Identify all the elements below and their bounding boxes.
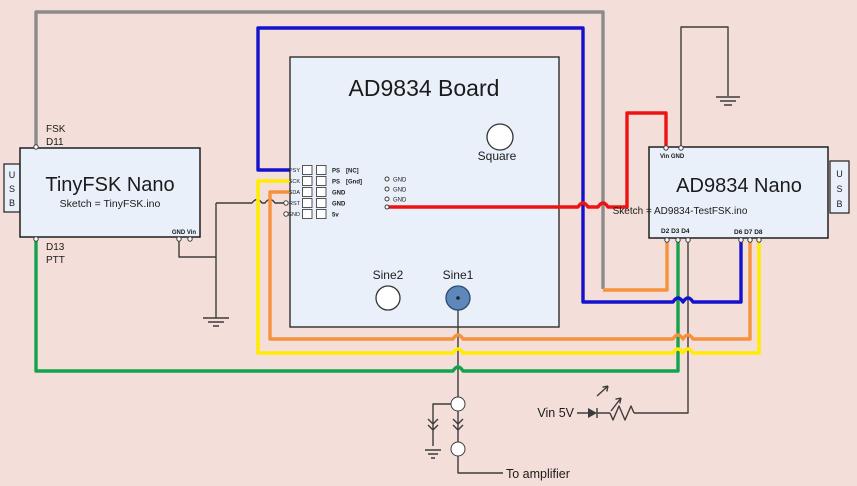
nano-d4-pin — [685, 237, 691, 243]
connector-circle — [450, 441, 466, 457]
nano-d6d7d8-label: D6 D7 D8 — [734, 229, 763, 236]
fsk-gray-wire — [34, 10, 605, 289]
ptt-green-wire — [34, 240, 680, 373]
header-label-sck: SCK — [289, 179, 301, 185]
sine2-output-circle — [375, 285, 401, 311]
tinyfsk-d11-pin — [33, 144, 39, 150]
ground-symbol — [716, 96, 740, 106]
ad9834-board-outline — [289, 56, 560, 328]
vin-5v-label: Vin 5V — [537, 406, 574, 420]
sine1-label: Sine1 — [443, 268, 474, 282]
nano-d6-pin — [738, 237, 744, 243]
nano-sketch-label: Sketch = AD9834-TestFSK.ino — [613, 206, 748, 217]
tinyfsk-module — [3, 147, 201, 238]
board-header-wire-pin — [283, 200, 289, 206]
header-label-ps2: PS — [332, 180, 340, 186]
fsk-orange-jumper-wire — [603, 241, 669, 292]
tinyfsk-board-outline — [19, 147, 201, 238]
ad9834-board-module — [289, 56, 560, 328]
board-pin-header — [302, 165, 327, 219]
header-label-gnd1: GND — [332, 191, 346, 197]
tinyfsk-ptt-label: PTT — [46, 255, 65, 266]
tinyfsk-d13-label: D13 — [46, 242, 65, 253]
to-amplifier-label: To amplifier — [506, 467, 570, 481]
nano-usb-letter: S — [836, 184, 842, 194]
gnd-pad-label: GND — [393, 188, 407, 194]
board-header-free-pin — [283, 211, 289, 217]
sine1-center-dot — [456, 296, 460, 300]
board-gnd-pad — [384, 176, 390, 182]
header-label-rst: RST — [289, 201, 301, 207]
tinyfsk-fsk-label: FSK — [46, 124, 66, 135]
sine2-label: Sine2 — [373, 268, 404, 282]
header-note-nc: [NC] — [346, 169, 359, 175]
nano-usb-letter: B — [836, 199, 842, 209]
tinyfsk-title: TinyFSK Nano — [45, 174, 174, 196]
tinyfsk-vin-pin — [187, 236, 193, 242]
shield-arrow-icon — [427, 418, 464, 431]
header-label-ps1: PS — [332, 169, 340, 175]
nano-d3-pin — [675, 237, 681, 243]
wiper-arrow-icon — [596, 385, 622, 412]
tinyfsk-usb-letter: U — [9, 170, 16, 180]
sda-orange-wire — [268, 190, 752, 341]
ground-symbol — [425, 449, 441, 459]
header-note-gnd: [Gnd] — [346, 180, 362, 186]
sck-yellow-wire — [256, 179, 761, 355]
tinyfsk-usb-letter: B — [9, 198, 15, 208]
ground-symbol — [203, 317, 229, 327]
nano-usb-connector — [829, 160, 850, 214]
diode-icon — [588, 408, 598, 418]
gnd-pad-label: GND — [393, 198, 407, 204]
board-5v-pad — [384, 204, 390, 210]
vin-red-wire — [387, 111, 668, 209]
nano-usb-letter: U — [836, 169, 843, 179]
nano-ground-wire — [680, 26, 729, 149]
fsync-blue-wire — [256, 26, 743, 304]
nano-d2-pin — [664, 237, 670, 243]
nano-title: AD9834 Nano — [676, 175, 802, 197]
board-gnd-pad — [384, 186, 390, 192]
tinyfsk-gnd-pin — [176, 236, 182, 242]
gnd-pad-label: GND — [393, 178, 407, 184]
header-label-gnd2: GND — [332, 202, 346, 208]
header-label-sda: SDA — [289, 190, 301, 196]
connector-circle — [450, 396, 466, 412]
square-label: Square — [478, 149, 517, 163]
nano-d8-pin — [756, 237, 762, 243]
sine1-shield-branch-wire — [432, 403, 451, 446]
square-output-circle — [486, 123, 514, 151]
board-gnd-pad — [384, 196, 390, 202]
board-title: AD9834 Board — [349, 75, 500, 101]
header-label-5v: 5v — [332, 213, 339, 219]
nano-vin-pin — [663, 145, 669, 151]
header-label-gnd: GND — [288, 212, 300, 218]
nano-gnd-pin — [678, 145, 684, 151]
nano-vin-gnd-label: Vin GND — [660, 154, 685, 160]
tinyfsk-ground-wire — [178, 198, 284, 318]
nano-d7-pin — [747, 237, 753, 243]
tinyfsk-d11-label: D11 — [46, 137, 64, 148]
header-label-psy: PSY — [289, 168, 300, 174]
nano-d2d3d4-label: D2 D3 D4 — [661, 228, 690, 235]
nano-board-outline — [648, 146, 829, 239]
potentiometer-icon — [609, 405, 635, 421]
ad9834-nano-module — [648, 146, 850, 239]
tinyfsk-d13-pin — [33, 236, 39, 242]
tinyfsk-sketch-label: Sketch = TinyFSK.ino — [60, 198, 161, 210]
tinyfsk-usb-letter: S — [9, 184, 15, 194]
tinyfsk-gnd-vin-label: GND Vin — [172, 230, 197, 236]
